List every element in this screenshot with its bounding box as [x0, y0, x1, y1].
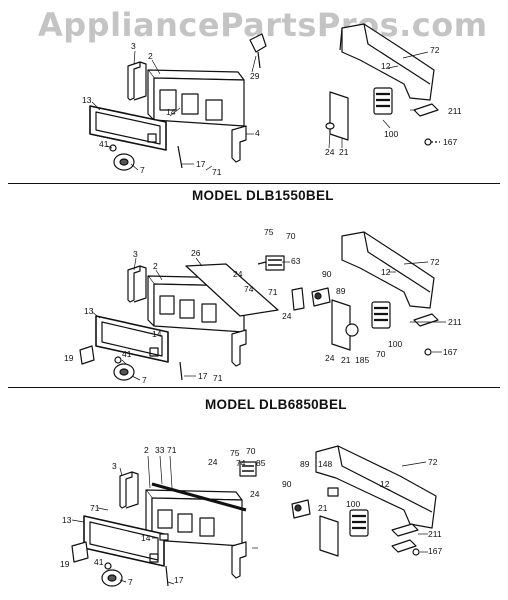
callout-4: 4: [255, 128, 260, 138]
callout-70: 70: [286, 231, 296, 241]
callout-14: 14: [166, 107, 176, 117]
callout-3: 3: [131, 41, 136, 51]
callout-71: 71: [167, 445, 177, 455]
callout-71: 71: [268, 287, 278, 297]
callout-41: 41: [99, 139, 109, 149]
callout-12: 12: [381, 61, 391, 71]
callout-211: 211: [448, 317, 462, 327]
callout-17: 17: [198, 371, 208, 381]
callout-14: 14: [152, 329, 162, 339]
callout-24: 24: [325, 147, 335, 157]
callout-7: 7: [142, 375, 147, 385]
callout-12: 12: [380, 479, 390, 489]
callout-2: 2: [148, 51, 153, 61]
callout-63: 63: [291, 256, 301, 266]
callout-71: 71: [212, 167, 222, 177]
callout-2: 2: [144, 445, 149, 455]
callout-3: 3: [133, 249, 138, 259]
callout-100: 100: [384, 129, 399, 139]
callout-41: 41: [122, 349, 132, 359]
callout-24b: 24: [282, 311, 292, 321]
callout-85: 85: [256, 458, 266, 468]
callout-21: 21: [318, 503, 328, 513]
callout-41: 41: [94, 557, 104, 567]
callout-13: 13: [62, 515, 72, 525]
callout-71b: 71: [213, 373, 223, 383]
panel-2-parts: [79, 231, 446, 381]
callout-13: 13: [84, 306, 94, 316]
callout-89: 89: [336, 286, 346, 296]
callout-26: 26: [191, 248, 201, 258]
callout-90: 90: [322, 269, 332, 279]
divider-2: [8, 387, 500, 389]
callout-24: 24: [208, 457, 218, 467]
callout-167: 167: [443, 137, 458, 147]
callout-167: 167: [443, 347, 458, 357]
callout-70: 70: [246, 446, 256, 456]
callout-75: 75: [264, 227, 274, 237]
callout-70b: 70: [376, 349, 386, 359]
callout-72: 72: [430, 257, 440, 267]
callout-24: 24: [233, 269, 243, 279]
callout-7: 7: [140, 165, 145, 175]
callout-2: 2: [153, 261, 158, 271]
callout-211: 211: [448, 106, 462, 116]
callout-7: 7: [128, 577, 133, 587]
callout-72: 72: [428, 457, 438, 467]
callout-100: 100: [388, 339, 403, 349]
divider-1: [8, 183, 500, 185]
callout-19: 19: [64, 353, 74, 363]
callout-21: 21: [341, 355, 351, 365]
model-title-1: MODEL DLB1550BEL: [192, 188, 334, 203]
callout-33: 33: [155, 445, 165, 455]
callout-72: 72: [430, 45, 440, 55]
callout-89: 89: [300, 459, 310, 469]
callout-71b: 71: [90, 503, 100, 513]
callout-167: 167: [428, 546, 443, 556]
model-title-2: MODEL DLB6850BEL: [205, 397, 347, 412]
callout-74: 74: [236, 458, 246, 468]
callout-211: 211: [428, 529, 442, 539]
callout-3: 3: [112, 461, 117, 471]
callout-75: 75: [230, 448, 240, 458]
callout-148: 148: [318, 459, 333, 469]
panel-1-parts: [89, 23, 440, 171]
panel-3-parts: [71, 445, 437, 587]
callout-21: 21: [339, 147, 349, 157]
callout-24b: 24: [250, 489, 260, 499]
callout-24c: 24: [325, 353, 335, 363]
callout-12: 12: [381, 267, 391, 277]
callout-17: 17: [196, 159, 206, 169]
callout-14: 14: [141, 533, 151, 543]
callout-17: 17: [174, 575, 184, 585]
callout-19: 19: [60, 559, 70, 569]
callout-100: 100: [346, 499, 361, 509]
callout-74: 74: [244, 284, 254, 294]
callout-185: 185: [355, 355, 370, 365]
callout-29: 29: [250, 71, 260, 81]
callout-13: 13: [82, 95, 92, 105]
callout-90: 90: [282, 479, 292, 489]
